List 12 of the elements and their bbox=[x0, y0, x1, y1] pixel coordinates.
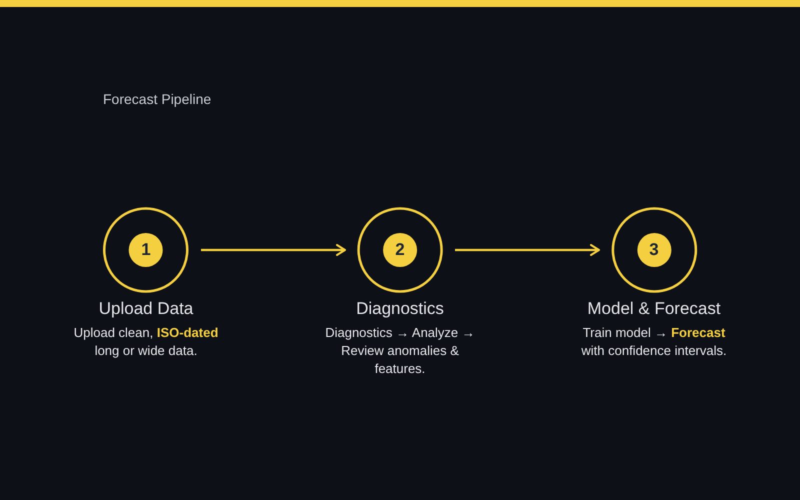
step-description: Train model → Forecast with confidence intervals. bbox=[580, 324, 728, 360]
step-title: Model & Forecast bbox=[587, 299, 721, 319]
arrow bbox=[201, 244, 346, 256]
step-number: 2 bbox=[383, 233, 417, 267]
step-description: Diagnostics → Analyze → Review anomalies & features. bbox=[324, 324, 476, 378]
step-number: 3 bbox=[637, 233, 671, 267]
step-title: Upload Data bbox=[98, 299, 194, 319]
page-title: Forecast Pipeline bbox=[103, 91, 212, 107]
step-description: Upload clean, ISO-dated long or wide data. bbox=[72, 324, 220, 360]
arrow bbox=[455, 244, 600, 256]
step-number: 1 bbox=[129, 233, 163, 267]
step-title: Diagnostics bbox=[356, 299, 444, 319]
